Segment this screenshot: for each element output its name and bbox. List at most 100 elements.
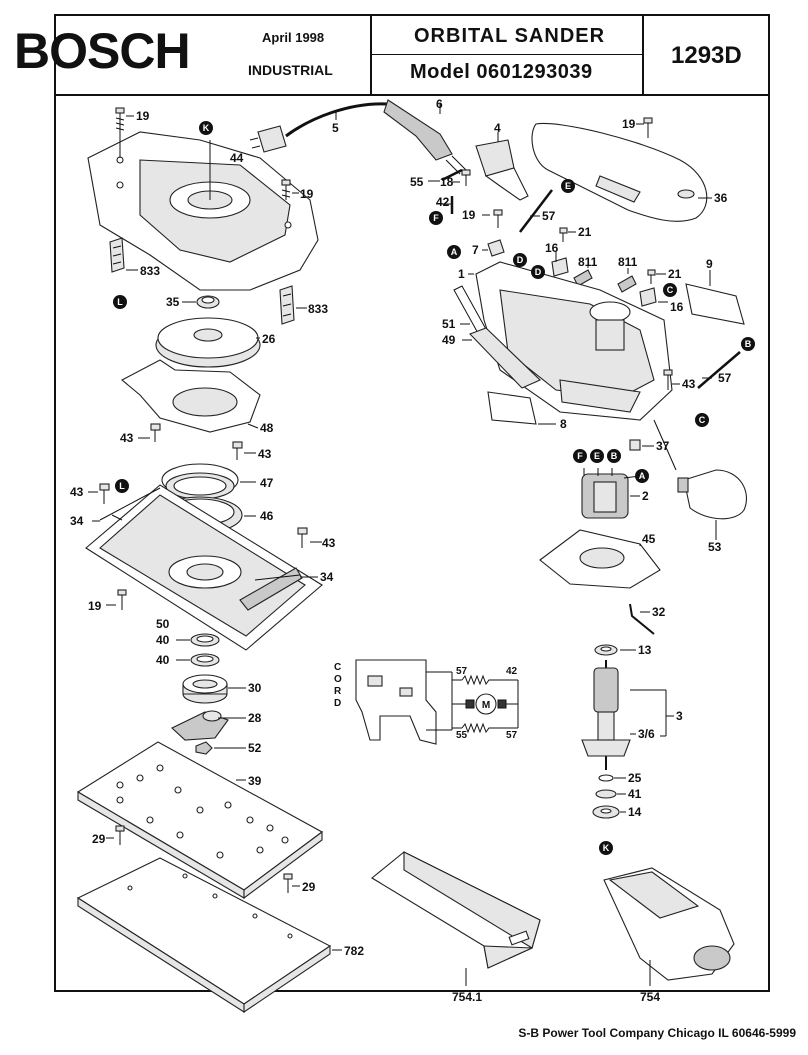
callout-811-b: 811 — [618, 255, 638, 269]
wire-label-57-bottom: 57 — [506, 730, 518, 741]
spring-34-right — [254, 574, 318, 581]
callout-50: 50 — [156, 617, 170, 631]
svg-text:L: L — [117, 297, 123, 307]
callout-3-6: 3/6 — [638, 727, 655, 741]
guide-49 — [462, 327, 541, 389]
screw-19-top-left — [115, 107, 134, 132]
field-coil-2 — [581, 468, 641, 519]
wire-label-55: 55 — [456, 730, 468, 741]
callout-4: 4 — [494, 121, 501, 135]
washer-40-lower — [176, 653, 220, 667]
washer-25 — [598, 774, 626, 782]
callout-55: 55 — [410, 175, 424, 189]
callout-5: 5 — [332, 121, 339, 135]
callout-52: 52 — [248, 741, 262, 755]
callout-36: 36 — [714, 191, 728, 205]
screw-43-housing — [663, 369, 680, 390]
callout-41: 41 — [628, 787, 642, 801]
callout-35: 35 — [166, 295, 180, 309]
baffle-45 — [539, 529, 661, 589]
callout-21-b: 21 — [668, 267, 682, 281]
screw-43-plate-right — [297, 527, 322, 548]
bearing-13 — [594, 644, 636, 656]
callout-21-a: 21 — [578, 225, 592, 239]
brand-logo: BOSCH — [14, 23, 191, 79]
callout-782: 782 — [344, 944, 364, 958]
callout-14: 14 — [628, 805, 642, 819]
callout-19-c: 19 — [88, 599, 102, 613]
callout-2: 2 — [642, 489, 649, 503]
svg-text:F: F — [577, 451, 583, 461]
product-number: 1293D — [671, 42, 742, 69]
bearing-35 — [182, 295, 220, 309]
product-title: ORBITAL SANDER — [414, 25, 606, 47]
callout-18: 18 — [440, 175, 454, 189]
cover-plate-8 — [487, 391, 556, 425]
key-marker-c-right: C — [663, 283, 677, 297]
callout-37: 37 — [656, 439, 670, 453]
wiring-schematic — [355, 659, 519, 745]
callout-16-a: 16 — [545, 241, 559, 255]
screw-43-baffle — [138, 423, 161, 442]
screw-19-bottom-left — [106, 589, 127, 610]
screw-43-left — [88, 483, 110, 504]
key-marker-b-right: B — [741, 337, 755, 351]
callout-29-a: 29 — [92, 832, 106, 846]
callout-40-b: 40 — [156, 653, 170, 667]
seal-ring-47 — [161, 463, 256, 500]
callout-26: 26 — [262, 332, 276, 346]
lead-wire-57-upper — [519, 189, 553, 233]
callout-57-b: 57 — [718, 371, 732, 385]
fan-26 — [155, 317, 261, 368]
svg-text:D: D — [535, 267, 542, 277]
callout-28: 28 — [248, 711, 262, 725]
callout-6: 6 — [436, 97, 443, 111]
hex-key-32 — [629, 603, 655, 635]
callout-48: 48 — [260, 421, 274, 435]
brush-holder-16-right — [639, 287, 668, 307]
sanding-sheet-782 — [76, 857, 342, 1014]
callout-57-a: 57 — [542, 209, 556, 223]
base-plate-50 — [85, 484, 323, 651]
callout-754-1: 754.1 — [452, 990, 482, 1004]
key-marker-e-field: E — [590, 449, 604, 463]
callout-3: 3 — [676, 709, 683, 723]
lead-wire-42 — [436, 196, 454, 214]
callout-9: 9 — [706, 257, 713, 271]
svg-text:B: B — [745, 339, 752, 349]
lead-wire-57-lower — [697, 351, 741, 389]
cord-letter-o: O — [334, 674, 342, 685]
clip-833-right — [279, 285, 307, 325]
callout-47: 47 — [260, 476, 274, 490]
svg-text:F: F — [433, 213, 439, 223]
callout-19-mid: 19 — [462, 208, 476, 222]
key-marker-k-bottom: K — [599, 841, 613, 855]
callout-40-a: 40 — [156, 633, 170, 647]
key-marker-c-lower: C — [695, 413, 709, 427]
wire-label-57-top: 57 — [456, 666, 468, 677]
key-marker-d-lower: D — [531, 265, 545, 279]
callout-44: 44 — [230, 151, 244, 165]
cord-protector-6 — [383, 99, 467, 175]
svg-text:K: K — [203, 123, 210, 133]
svg-text:C: C — [699, 415, 706, 425]
callout-1: 1 — [458, 267, 465, 281]
screw-21-left — [559, 227, 576, 242]
dust-bag-754 — [603, 867, 735, 986]
callout-46: 46 — [260, 509, 274, 523]
handle-cover-36 — [531, 122, 712, 222]
callout-42: 42 — [436, 195, 450, 209]
callout-19-a: 19 — [136, 109, 150, 123]
screw-21-right — [647, 269, 666, 284]
motor-symbol-label: M — [482, 700, 490, 711]
callout-45: 45 — [642, 532, 656, 546]
bearing-30 — [182, 674, 246, 704]
screw-19-cover — [636, 117, 653, 138]
callout-754: 754 — [640, 990, 660, 1004]
callout-19-d: 19 — [622, 117, 636, 131]
cord-letter-c: C — [334, 662, 341, 673]
footer-company-address: S-B Power Tool Company Chicago IL 60646-… — [518, 1026, 796, 1040]
key-marker-a-field: A — [635, 469, 649, 483]
callout-7: 7 — [472, 243, 479, 257]
